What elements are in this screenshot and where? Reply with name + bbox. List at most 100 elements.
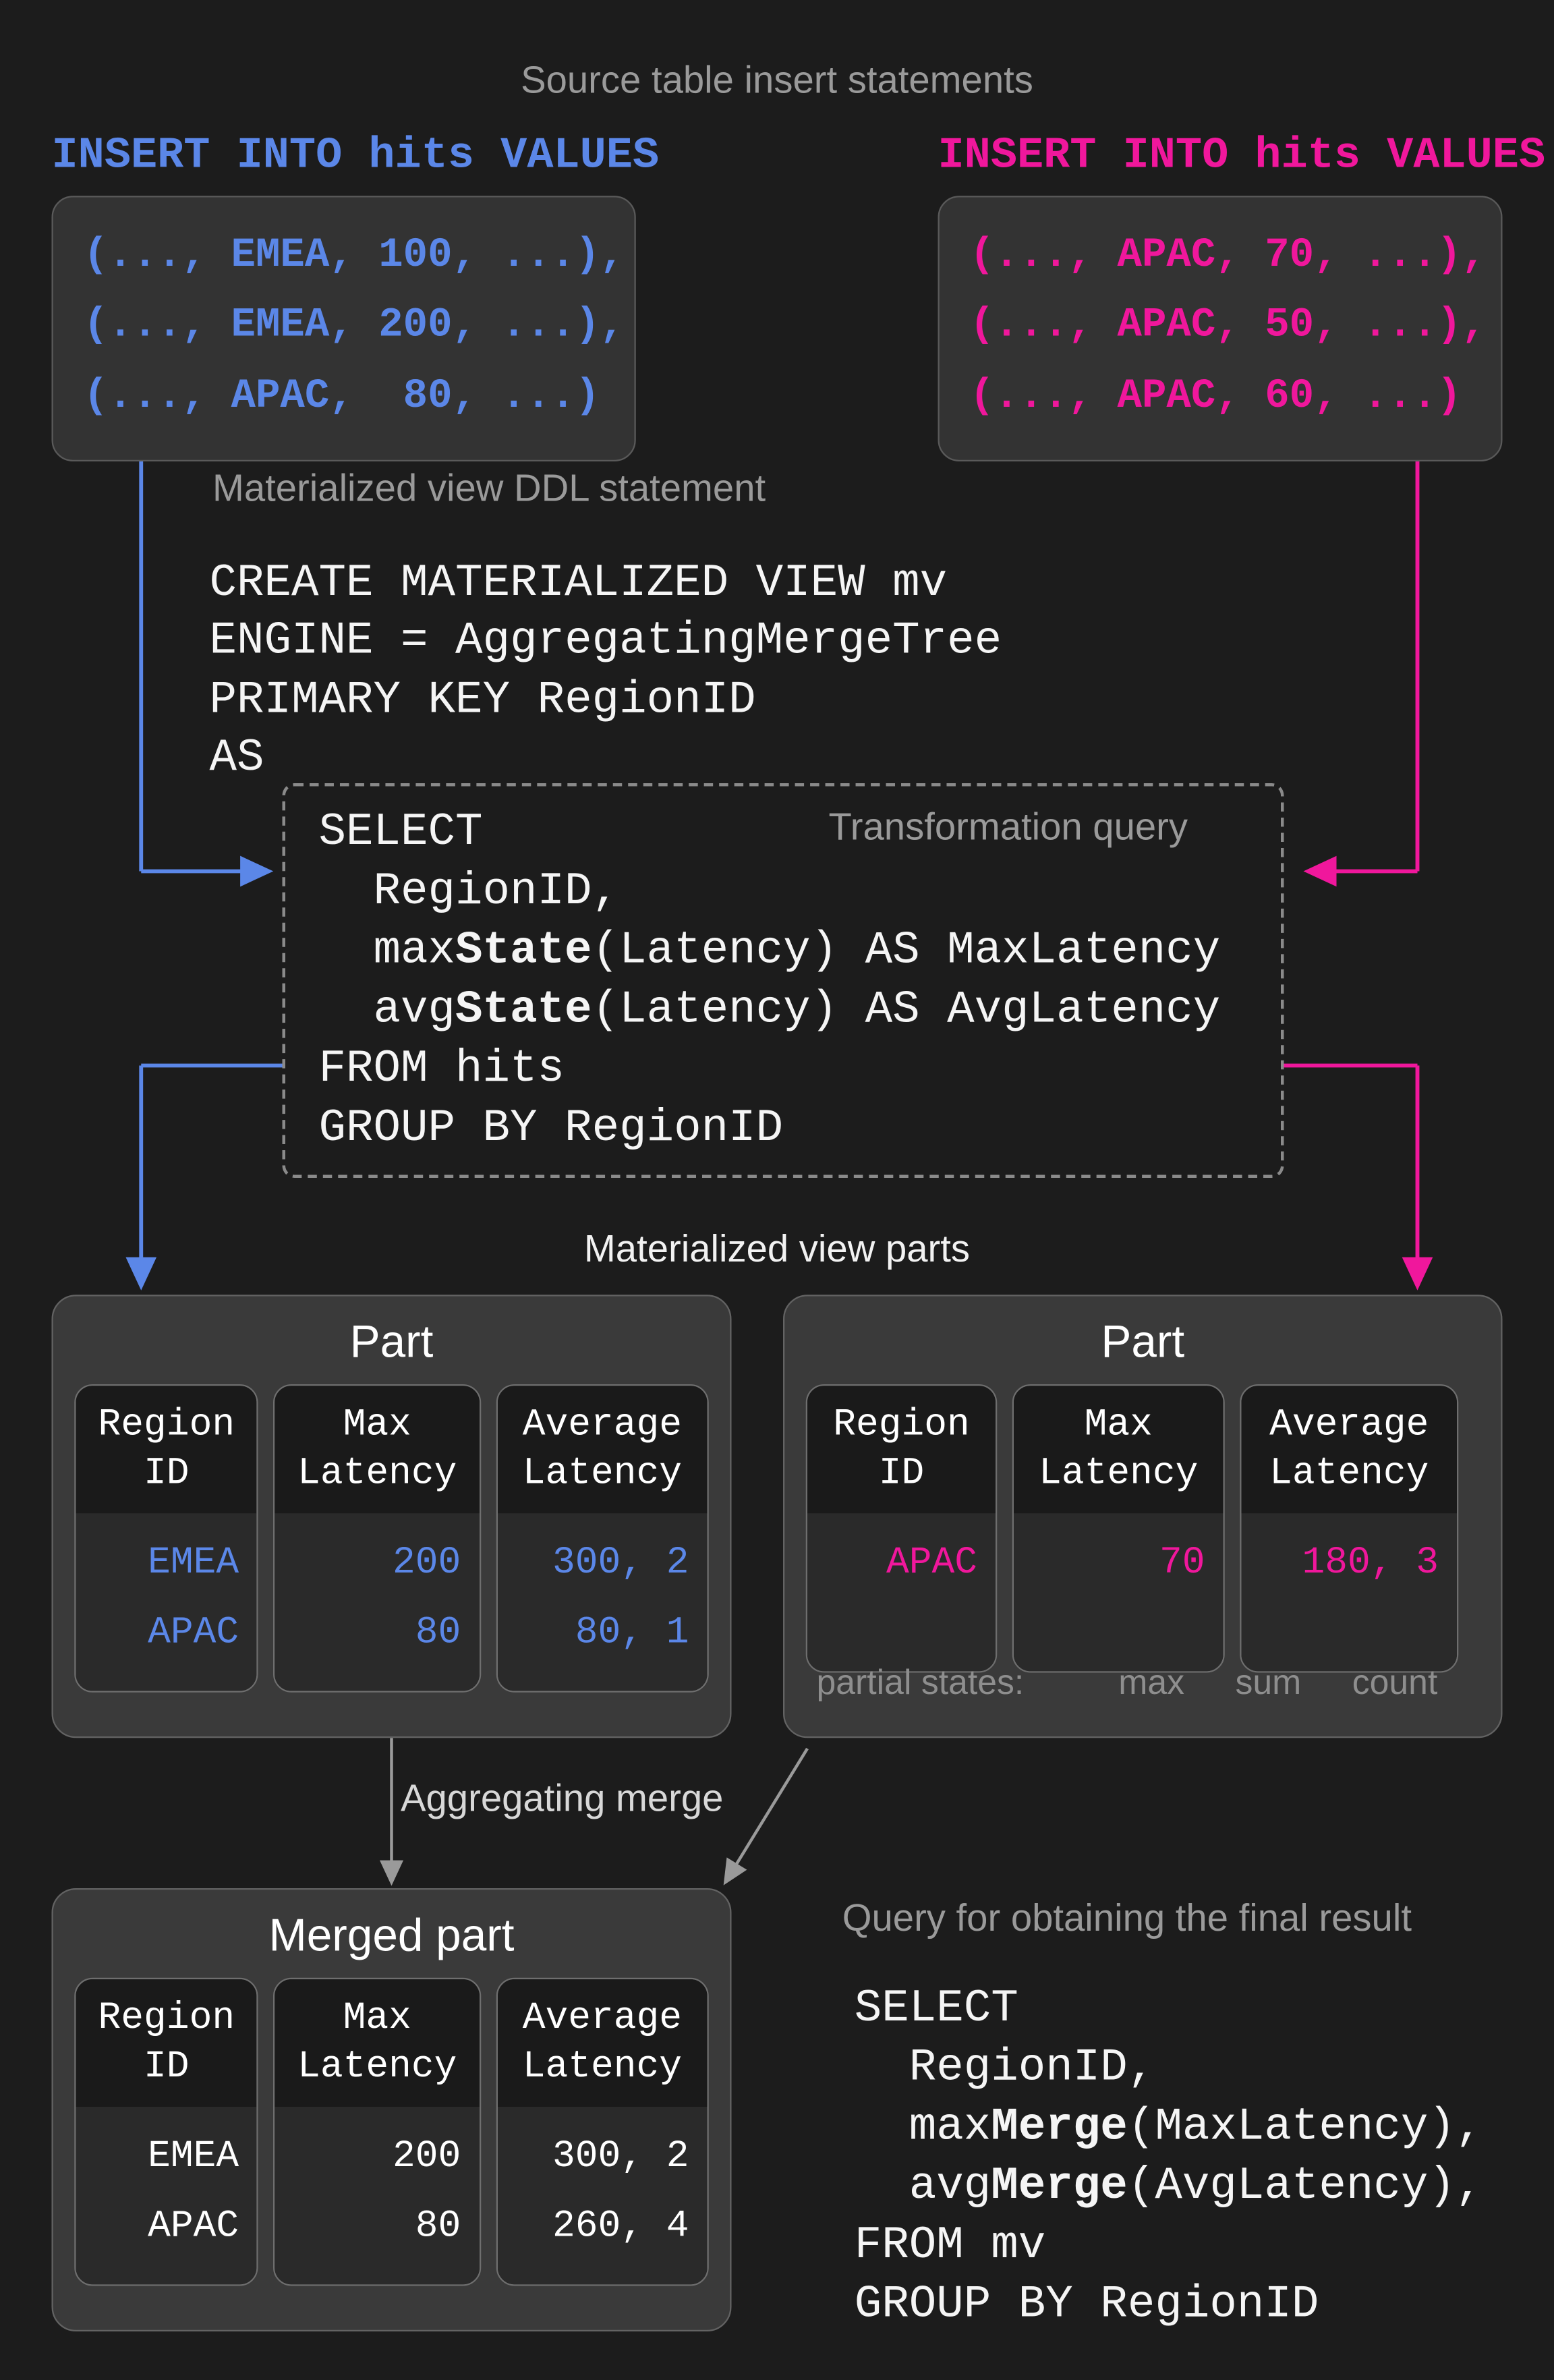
query-line: avgMerge(AvgLatency), (855, 2159, 1483, 2218)
part-title: Part (1101, 1318, 1185, 1368)
aggregating-merge-label: Aggregating merge (401, 1777, 724, 1820)
part-title: Part (349, 1318, 434, 1368)
query-line: avgState(Latency) AS AvgLatency (319, 982, 1221, 1042)
transformation-query-box (282, 783, 1284, 1178)
query-seg: RegionID, (854, 2043, 1155, 2095)
column-max-latency: Max Latency 200 80 (273, 1977, 481, 2286)
column-header: Average Latency (497, 1386, 708, 1514)
ddl-statement: CREATE MATERIALIZED VIEW mv ENGINE = Agg… (210, 556, 1002, 789)
column-header: Average Latency (497, 1979, 708, 2107)
query-seg: GROUP BY RegionID (318, 1103, 784, 1156)
merged-part-card: Merged part Region ID EMEA APAC Max Late… (51, 1888, 732, 2331)
column-body: EMEA APAC (76, 2107, 258, 2284)
insert-right-row: (..., APAC, 70, ...), (969, 233, 1487, 280)
transformation-query-code: SELECT RegionID, maxState(Latency) AS Ma… (319, 805, 1221, 1160)
final-query-code: SELECT RegionID, maxMerge(MaxLatency), a… (855, 1981, 1483, 2336)
query-seg: SELECT (318, 808, 483, 859)
column-body: APAC (807, 1513, 996, 1672)
mv-parts-caption: Materialized view parts (583, 1228, 971, 1271)
column-body: 300, 2 80, 1 (497, 1513, 708, 1691)
part-card-left: Part Region ID EMEA APAC Max Latency 200… (51, 1295, 732, 1738)
partial-state-sum: sum (1235, 1662, 1302, 1702)
query-seg: (MaxLatency), (1127, 2102, 1483, 2154)
query-line: SELECT (319, 805, 1221, 864)
column-header: Max Latency (275, 1979, 480, 2107)
ddl-caption: Materialized view DDL statement (212, 468, 766, 510)
transformation-query-caption: Transformation query (828, 805, 1188, 849)
table-cell: EMEA (148, 2134, 239, 2178)
query-line: GROUP BY RegionID (319, 1100, 1221, 1160)
query-line: RegionID, (319, 863, 1221, 923)
query-seg-bold: Merge (991, 2161, 1128, 2213)
query-seg: avg (854, 2161, 991, 2213)
ddl-line: PRIMARY KEY RegionID (209, 675, 756, 727)
query-line: maxState(Latency) AS MaxLatency (319, 923, 1221, 982)
query-line: RegionID, (855, 2040, 1483, 2099)
partial-state-count: count (1352, 1662, 1438, 1702)
query-seg-bold: State (455, 985, 592, 1037)
table-cell: 80 (415, 2204, 461, 2248)
query-seg: GROUP BY RegionID (854, 2279, 1319, 2332)
insert-left-row: (..., APAC, 80, ...) (83, 374, 600, 420)
column-body: 180, 3 (1241, 1513, 1457, 1672)
table-cell: 200 (393, 1540, 461, 1585)
column-body: 70 (1014, 1513, 1224, 1672)
column-header: Region ID (76, 1979, 258, 2107)
column-header: Region ID (76, 1386, 258, 1514)
column-body: EMEA APAC (76, 1513, 258, 1691)
insert-right-row: (..., APAC, 60, ...) (969, 374, 1462, 420)
query-seg: (AvgLatency), (1127, 2161, 1483, 2213)
table-cell: 80 (415, 1610, 461, 1655)
query-seg: (Latency) AS MaxLatency (592, 926, 1221, 978)
query-seg: RegionID, (318, 866, 620, 919)
column-average-latency: Average Latency 180, 3 (1240, 1384, 1459, 1674)
table-cell: 260, 4 (552, 2204, 689, 2248)
query-seg-bold: Merge (991, 2102, 1128, 2154)
query-line: FROM mv (855, 2217, 1483, 2277)
part-columns: Region ID EMEA APAC Max Latency 200 80 A… (53, 1384, 730, 1692)
column-header: Average Latency (1241, 1386, 1457, 1514)
query-line: GROUP BY RegionID (855, 2277, 1483, 2336)
part-columns: Region ID APAC Max Latency 70 Average La… (784, 1384, 1501, 1674)
query-seg: FROM mv (854, 2220, 1046, 2273)
column-header: Max Latency (1014, 1386, 1224, 1514)
column-region-id: Region ID EMEA APAC (74, 1977, 259, 2286)
part-card-right: Part Region ID APAC Max Latency 70 Avera… (783, 1295, 1503, 1738)
table-cell: EMEA (148, 1540, 239, 1585)
column-header: Max Latency (275, 1386, 480, 1514)
column-average-latency: Average Latency 300, 2 260, 4 (496, 1977, 709, 2286)
query-seg: max (854, 2102, 991, 2154)
insert-left-row: (..., EMEA, 100, ...), (83, 233, 625, 280)
merged-part-columns: Region ID EMEA APAC Max Latency 200 80 A… (53, 1977, 730, 2286)
column-body: 200 80 (275, 1513, 480, 1691)
table-cell: APAC (148, 2204, 239, 2248)
table-cell: APAC (886, 1540, 977, 1585)
table-cell: 300, 2 (552, 2134, 689, 2178)
query-line: FROM hits (319, 1042, 1221, 1101)
table-cell: 300, 2 (552, 1540, 689, 1585)
insert-left-box: (..., EMEA, 100, ...), (..., EMEA, 200, … (51, 196, 636, 462)
merged-part-title: Merged part (268, 1910, 515, 1961)
query-seg: SELECT (854, 1983, 1018, 2036)
column-header: Region ID (807, 1386, 996, 1514)
query-seg: avg (318, 985, 456, 1037)
query-seg-bold: State (455, 926, 592, 978)
ddl-line: CREATE MATERIALIZED VIEW mv (209, 559, 948, 611)
query-seg: (Latency) AS AvgLatency (592, 985, 1221, 1037)
table-cell: APAC (148, 1610, 239, 1655)
insert-left-row: (..., EMEA, 200, ...), (83, 304, 625, 350)
table-cell: 80, 1 (575, 1610, 689, 1655)
ddl-line: AS (209, 733, 264, 785)
column-region-id: Region ID EMEA APAC (74, 1384, 259, 1692)
query-seg: max (318, 926, 456, 978)
column-average-latency: Average Latency 300, 2 80, 1 (496, 1384, 709, 1692)
column-body: 300, 2 260, 4 (497, 2107, 708, 2284)
insert-right-row: (..., APAC, 50, ...), (969, 304, 1487, 350)
query-seg: FROM hits (318, 1044, 565, 1096)
table-cell: 200 (393, 2134, 461, 2178)
column-region-id: Region ID APAC (805, 1384, 998, 1674)
table-cell: 70 (1159, 1540, 1205, 1585)
partial-states-label: partial states: (816, 1662, 1025, 1702)
column-max-latency: Max Latency 70 (1012, 1384, 1225, 1674)
